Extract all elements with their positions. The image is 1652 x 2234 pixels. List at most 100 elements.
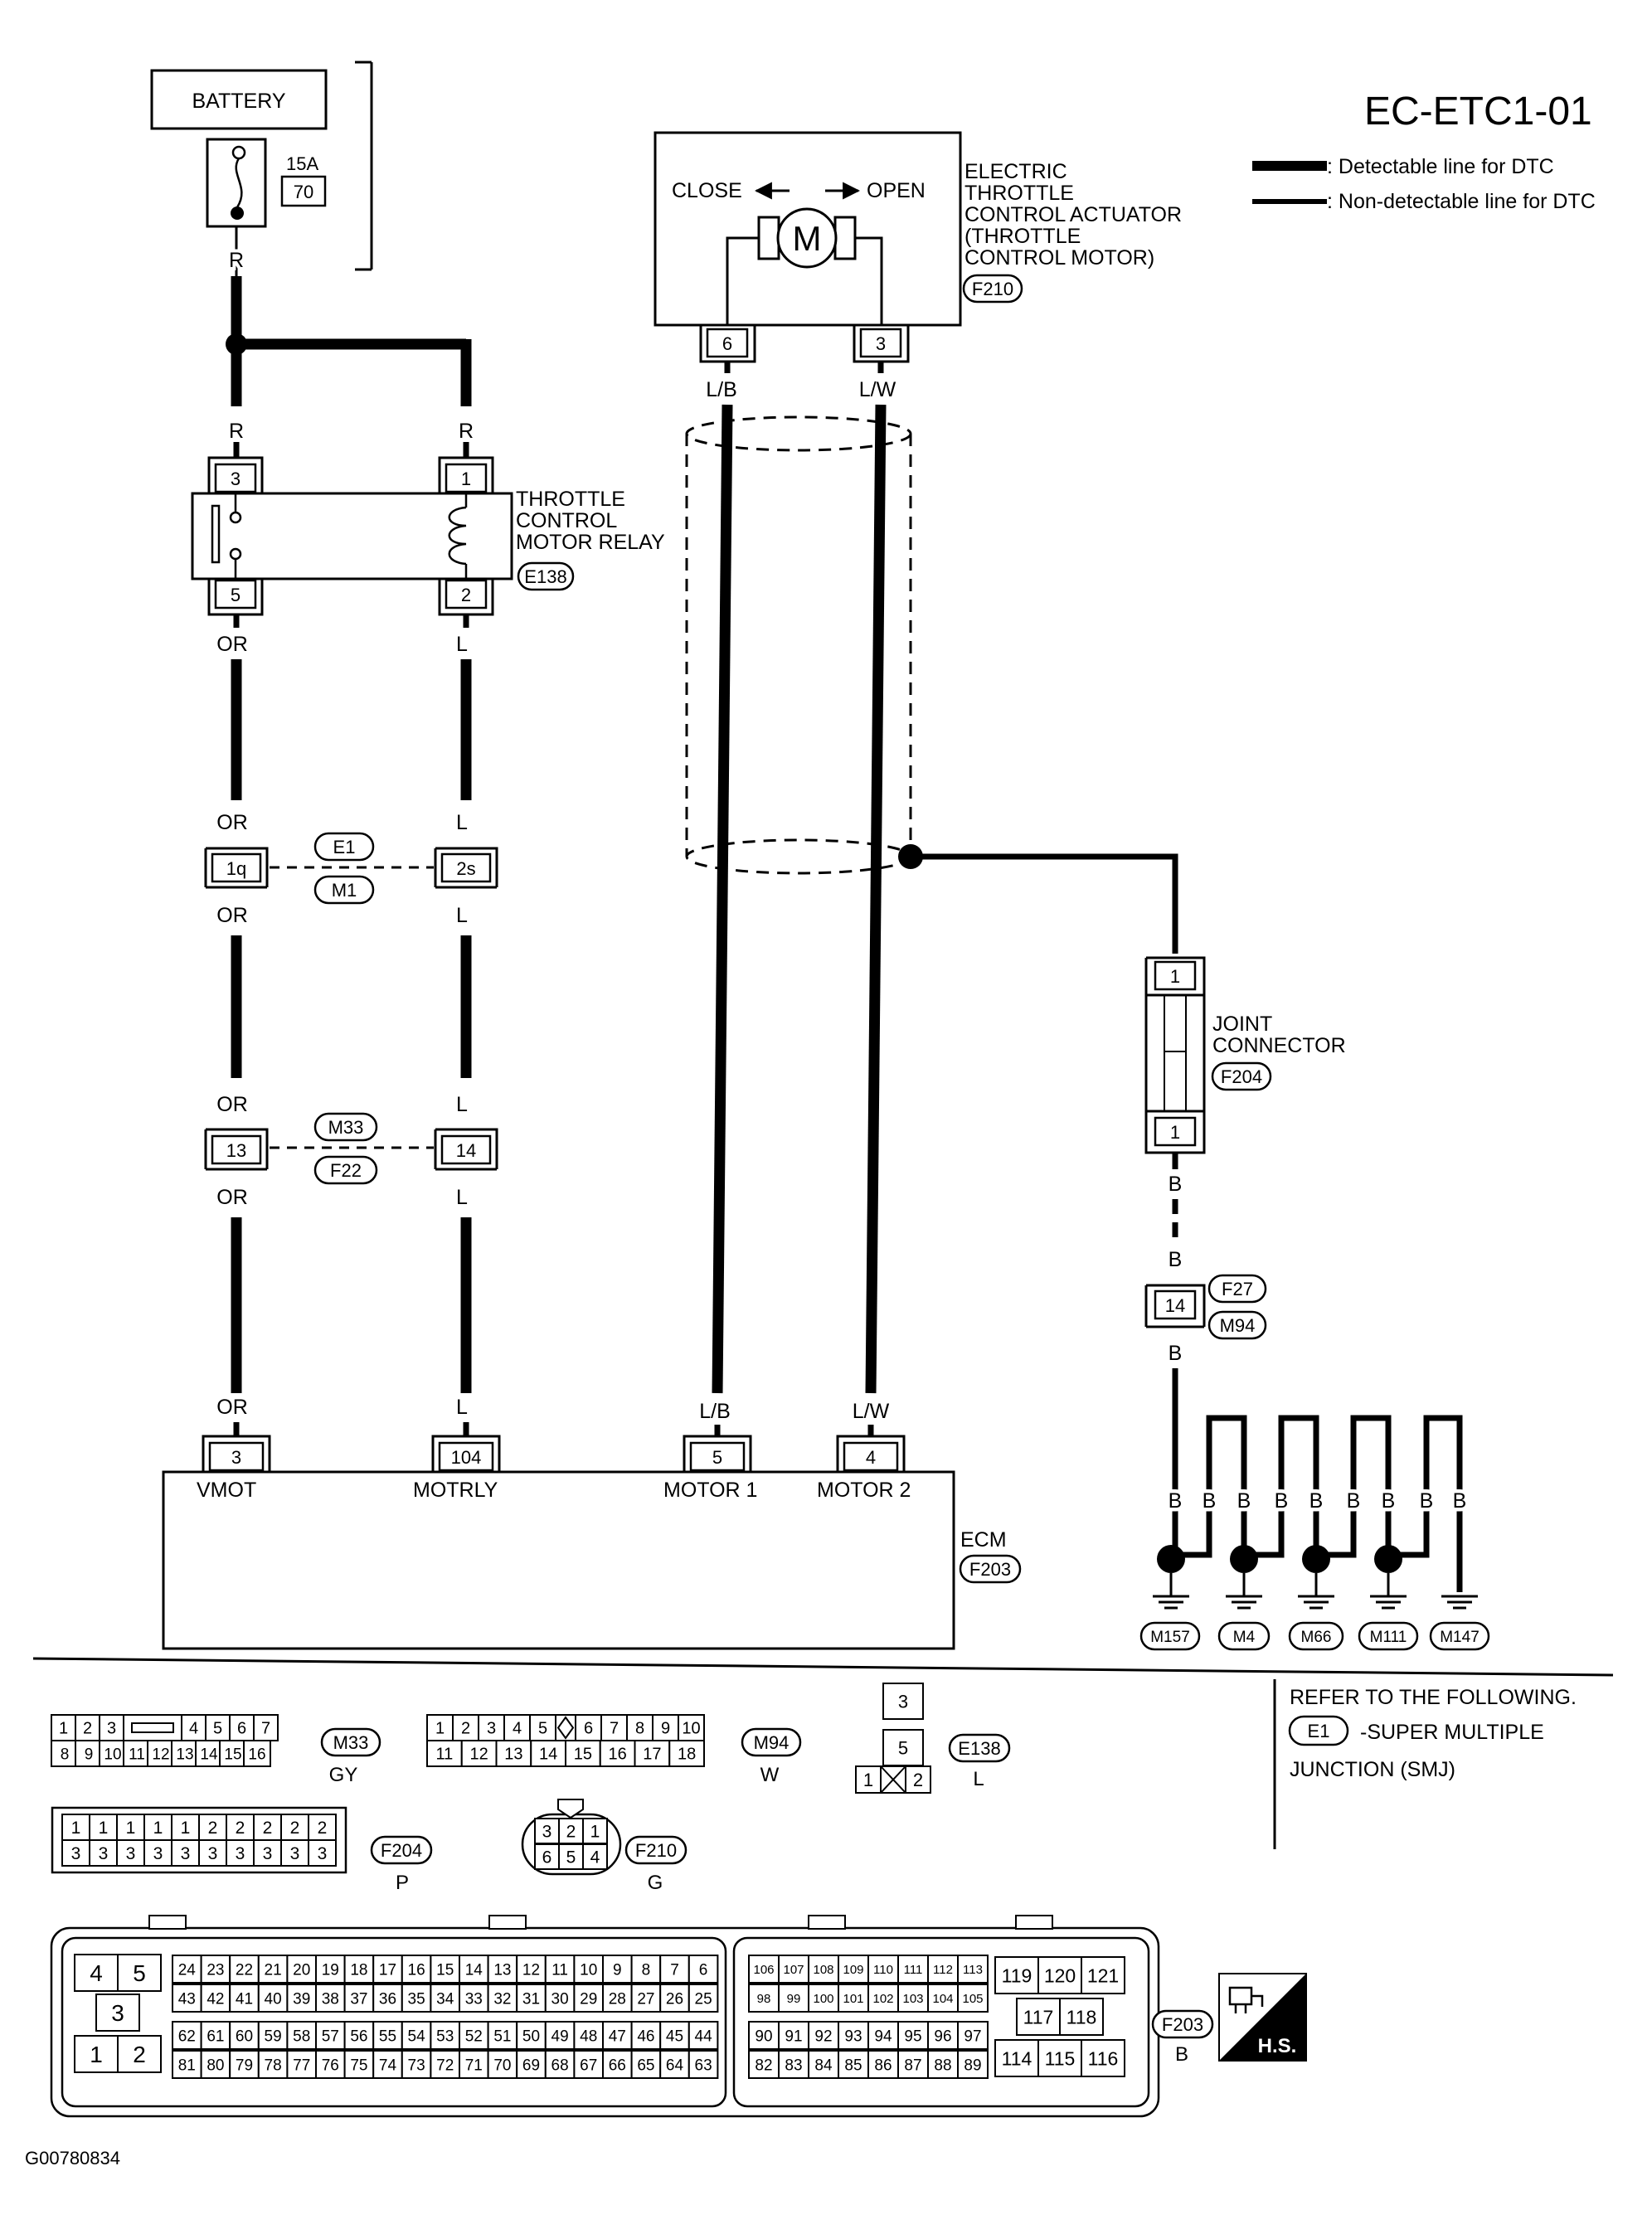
connector-cell [558,1818,584,1844]
connector-cell [172,1984,202,2013]
terminal-number: 44 [695,2028,713,2045]
ground-symbol-icon [1298,1573,1334,1610]
connector-cell [778,1955,809,1984]
ecm-terminal-vmot: VMOT [197,1479,256,1502]
terminal-number: 68 [551,2057,569,2074]
actuator-name-line-2: THROTTLE [964,182,1074,205]
relay-pin-2: 2 [461,585,471,605]
connector-cell [516,2050,547,2079]
terminal-number: 13 [176,1746,193,1763]
actuator-open-label: OPEN [867,179,926,202]
connector-cell [867,1955,899,1984]
terminal-number: 52 [465,2028,483,2045]
connector-cell [459,2050,489,2079]
connector-cell [253,1714,279,1741]
terminal-number: 2 [133,2042,146,2067]
connector-cell [280,1814,309,1841]
terminal-number: 3 [111,2000,124,2026]
wire-color-b: B [1347,1489,1361,1513]
ecm-label: ECM [960,1528,1007,1552]
terminal-number: 40 [265,1990,282,2008]
wire-color-b: B [1382,1489,1396,1513]
smj2-pin-left: 13 [226,1140,246,1161]
terminal-number: 84 [814,2057,833,2074]
terminal-number: 5 [133,1960,146,1986]
connector-cell [573,2021,605,2050]
connector-latch [148,1915,187,1930]
connector-cell [200,1984,231,2013]
page-title: EC-ETC1-01 [1364,90,1592,134]
connector-cell [452,1714,479,1741]
smj2-tag-top: M33 [328,1117,364,1138]
terminal-number: 9 [85,1746,94,1763]
connector-cell [927,1984,959,2013]
refer-line-3: JUNCTION (SMJ) [1290,1758,1455,1781]
smj2-tag-bottom: F22 [330,1160,362,1181]
smj1-tag-top: E1 [333,837,356,857]
terminal-number: 98 [757,1992,771,2006]
wire-color-lw: L/W [853,1400,890,1423]
terminal-number: 1 [126,1819,136,1838]
terminal-number: 5 [538,1720,547,1738]
connector-cell [994,2039,1039,2077]
relay-pin-5: 5 [231,585,241,605]
connector-housing [51,1806,347,1874]
connector-cell [630,2050,662,2079]
throttle-control-motor-relay: 3 1 5 2 THROTTLE CONTROL MOTOR RELAY E13… [191,456,665,616]
connector-cell [172,2021,202,2050]
connector-cell [401,2021,432,2050]
connector-cell [74,2035,119,2073]
relay-coil-icon [448,506,467,566]
connector-cell [659,1955,690,1984]
terminal-number: 16 [408,1961,425,1979]
connector-cell [602,2021,633,2050]
terminal-number: 28 [609,1990,626,2008]
terminal-number: 15 [224,1746,241,1763]
terminal-number: 6 [237,1720,246,1738]
connector-cell [808,1984,839,2013]
connector-block [732,1936,1150,2108]
terminal-number: 65 [637,2057,654,2074]
terminal-number: 49 [551,2028,569,2045]
terminal-number: 94 [874,2028,892,2045]
wire-color-b: B [1169,1489,1183,1513]
terminal-number: 109 [843,1963,863,1977]
connector-cell [372,2021,403,2050]
joint-connector-id: F204 [1221,1066,1262,1087]
smj2-pin-right: 14 [456,1140,476,1161]
connector-color: B [1175,2043,1188,2066]
terminal-number: 7 [670,1961,679,1979]
terminal-number: 42 [206,1990,224,2008]
connector-cell [459,2021,489,2050]
actuator-pin-6: 6 [722,333,732,354]
terminal-number: 73 [408,2057,425,2074]
terminal-number: 81 [178,2057,196,2074]
connector-latch [488,1915,527,1930]
connector-color: L [973,1768,984,1790]
terminal-number: 2 [566,1823,576,1842]
terminal-number: 78 [265,2057,282,2074]
hs-badge: H.S. [1218,1973,1307,2062]
connector-cell [602,2050,633,2079]
connector-cell [630,1984,662,2013]
connector-cell [257,2021,289,2050]
terminal-number: 66 [609,2057,626,2074]
wires-smj1-smj2: OR L OR L [216,904,472,1116]
f27-pin: 14 [1165,1295,1185,1316]
terminal-number: 108 [813,1963,833,1977]
wire-color-l: L [456,811,468,834]
connector-cell [147,1740,175,1767]
motor-symbol: M [793,219,822,258]
wire-color-or: OR [216,1093,248,1116]
wire-color-or: OR [216,1186,248,1209]
terminal-number: 48 [580,2028,597,2045]
terminal-number: 121 [1087,1964,1119,1986]
connector-cell [897,2021,929,2050]
connector-cell [117,1954,162,1992]
terminal-number: 103 [902,1992,923,2006]
connector-cell [748,2050,780,2079]
connector-cell [534,1843,560,1870]
joint-pin-top: 1 [1170,966,1180,987]
terminal-number: 22 [236,1961,253,1979]
